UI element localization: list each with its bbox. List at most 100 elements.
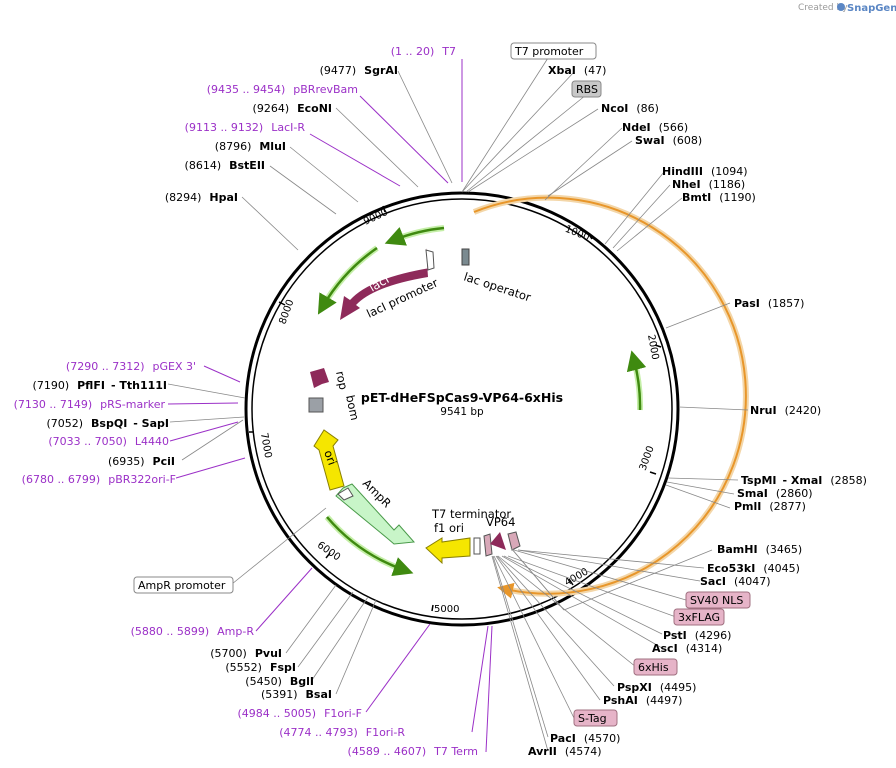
site-label-flag[interactable]: 3xFLAG (673, 608, 725, 626)
svg-text:TspMI- XmaI(2858): TspMI- XmaI(2858) (741, 474, 867, 487)
bom-feature[interactable] (308, 397, 324, 413)
svg-text:(7130 .. 7149)pRS-marker: (7130 .. 7149)pRS-marker (14, 398, 166, 411)
site-label-ncoi[interactable]: NcoI(86) (601, 102, 659, 115)
t7-terminator-label: T7 terminator (431, 507, 511, 521)
site-label-f1r[interactable]: (4774 .. 4793)F1ori-R (279, 726, 405, 739)
vp64-feature[interactable] (490, 532, 506, 550)
svg-text:PstI(4296): PstI(4296) (663, 629, 731, 642)
tick-marks (249, 205, 662, 612)
site-label-pcii[interactable]: (6935)PciI (108, 455, 175, 468)
site-label-hpai[interactable]: (8294)HpaI (165, 191, 238, 204)
ampr-feature[interactable] (335, 483, 416, 545)
site-label-fspi[interactable]: (5552)FspI (225, 661, 296, 674)
site-label-pshai[interactable]: PshAI(4497) (603, 694, 682, 707)
svg-text:(5450)BglI: (5450)BglI (245, 675, 314, 688)
svg-text:(5391)BsaI: (5391)BsaI (261, 688, 332, 701)
site-label-ndei[interactable]: NdeI(566) (622, 121, 688, 134)
site-label-sgrai[interactable]: (9477)SgrAI (320, 64, 398, 77)
site-label-t7t[interactable]: (4589 .. 4607)T7 Term (348, 745, 478, 758)
orf-laci-arrow (317, 246, 378, 315)
site-label-xbai[interactable]: XbaI(47) (548, 64, 606, 77)
svg-text:NdeI(566): NdeI(566) (622, 121, 688, 134)
svg-text:(5552)FspI: (5552)FspI (225, 661, 296, 674)
ampr-promoter-feature[interactable] (337, 487, 354, 501)
site-label-prs[interactable]: (7130 .. 7149)pRS-marker (14, 398, 166, 411)
primer-lines (167, 59, 493, 753)
site-label-nrui[interactable]: NruI(2420) (750, 404, 821, 417)
svg-text:(4984 .. 5005)F1ori-F: (4984 .. 5005)F1ori-F (238, 707, 363, 720)
site-label-stag[interactable]: S-Tag (573, 709, 618, 727)
tag-feature-a[interactable] (483, 533, 493, 557)
site-label-mlui[interactable]: (8796)MluI (215, 140, 286, 153)
f1-ori-feature[interactable] (425, 537, 471, 565)
svg-text:(9435 .. 9454)pBRrevBam: (9435 .. 9454)pBRrevBam (207, 83, 358, 96)
site-label-smai[interactable]: SmaI(2860) (737, 487, 812, 500)
svg-text:PacI(4570): PacI(4570) (550, 732, 620, 745)
ori-feature[interactable] (313, 429, 345, 491)
svg-text:PspXI(4495): PspXI(4495) (617, 681, 696, 694)
watermark-prefix: Created by (798, 3, 848, 13)
svg-text:Eco53kI(4045): Eco53kI(4045) (707, 562, 800, 575)
svg-text:PasI(1857): PasI(1857) (734, 297, 804, 310)
svg-text:(4589 .. 4607)T7 Term: (4589 .. 4607)T7 Term (348, 745, 478, 758)
snapgene-logo-icon (837, 3, 845, 11)
site-label-ampr_p[interactable]: (5880 .. 5899)Amp-R (131, 625, 255, 638)
site-label-l4440[interactable]: (7033 .. 7050)L4440 (48, 435, 169, 448)
site-label-hind[interactable]: HindIII(1094) (662, 165, 748, 178)
site-label-rbs[interactable]: RBS (571, 80, 602, 98)
orf-laci-halo (320, 245, 379, 308)
site-label-bamhi[interactable]: BamHI(3465) (717, 543, 802, 556)
svg-text:NruI(2420): NruI(2420) (750, 404, 821, 417)
site-label-t7[interactable]: (1 .. 20)T7 (391, 45, 456, 58)
tag-feature-b[interactable] (507, 531, 521, 551)
site-label-tspmi[interactable]: TspMI- XmaI(2858) (741, 474, 867, 487)
site-label-sv40[interactable]: SV40 NLS (685, 591, 751, 609)
laci-feature[interactable] (340, 248, 430, 320)
svg-text:BmtI(1190): BmtI(1190) (682, 191, 756, 204)
svg-text:SwaI(608): SwaI(608) (635, 134, 702, 147)
svg-text:BamHI(3465): BamHI(3465) (717, 543, 802, 556)
svg-text:6xHis: 6xHis (638, 661, 669, 674)
site-label-bgli[interactable]: (5450)BglI (245, 675, 314, 688)
site-label-pvui[interactable]: (5700)PvuI (210, 647, 282, 660)
orf-ampr-halo (324, 515, 406, 573)
site-label-swai[interactable]: SwaI(608) (635, 134, 702, 147)
site-label-pbrrev[interactable]: (9435 .. 9454)pBRrevBam (207, 83, 358, 96)
tick-7000: 7000 (258, 432, 273, 459)
site-label-saci[interactable]: SacI(4047) (700, 575, 771, 588)
svg-text:(4774 .. 4793)F1ori-R: (4774 .. 4793)F1ori-R (279, 726, 405, 739)
site-label-pflfi[interactable]: (7190)PflFI- Tth111I (33, 379, 167, 392)
site-label-psti[interactable]: PstI(4296) (663, 629, 731, 642)
site-label-bsai[interactable]: (5391)BsaI (261, 688, 332, 701)
site-label-nhei[interactable]: NheI(1186) (672, 178, 745, 191)
site-label-asci[interactable]: AscI(4314) (652, 642, 722, 655)
svg-text:AmpR promoter: AmpR promoter (138, 579, 226, 592)
t7-terminator-feature[interactable] (473, 537, 481, 555)
lac-operator-feature[interactable] (461, 248, 470, 266)
site-label-pgex[interactable]: (7290 .. 7312)pGEX 3' (66, 360, 196, 373)
site-label-pbr[interactable]: (6780 .. 6799)pBR322ori-F (22, 473, 176, 486)
site-label-econi[interactable]: (9264)EcoNI (253, 102, 332, 115)
lac-operator-label: lac operator (462, 270, 533, 305)
site-label-avrii[interactable]: AvrII(4574) (528, 745, 601, 758)
site-label-pasi[interactable]: PasI(1857) (734, 297, 804, 310)
site-label-eco53[interactable]: Eco53kI(4045) (707, 562, 800, 575)
site-labels: T7 promoterXbaI(47)RBSNcoI(86)NdeI(566)S… (14, 42, 867, 758)
site-label-amprom[interactable]: AmpR promoter (133, 576, 234, 594)
site-label-bsteii[interactable]: (8614)BstEII (185, 159, 265, 172)
site-label-pspxi[interactable]: PspXI(4495) (617, 681, 696, 694)
site-label-his[interactable]: 6xHis (633, 658, 678, 676)
site-label-paci[interactable]: PacI(4570) (550, 732, 620, 745)
rop-feature[interactable] (310, 368, 329, 388)
backbone (244, 191, 680, 627)
site-label-t7p[interactable]: T7 promoter (510, 42, 597, 60)
orf-ampr-arrow (326, 516, 414, 577)
rop-label: rop (333, 370, 351, 391)
site-label-pmli[interactable]: PmlI(2877) (734, 500, 806, 513)
svg-text:(5700)PvuI: (5700)PvuI (210, 647, 282, 660)
laci-promoter-feature[interactable] (425, 249, 435, 271)
site-label-laci_r[interactable]: (9113 .. 9132)LacI-R (185, 121, 306, 134)
site-label-f1f[interactable]: (4984 .. 5005)F1ori-F (238, 707, 363, 720)
site-label-bspqi[interactable]: (7052)BspQI- SapI (46, 417, 169, 430)
site-label-bmti[interactable]: BmtI(1190) (682, 191, 756, 204)
